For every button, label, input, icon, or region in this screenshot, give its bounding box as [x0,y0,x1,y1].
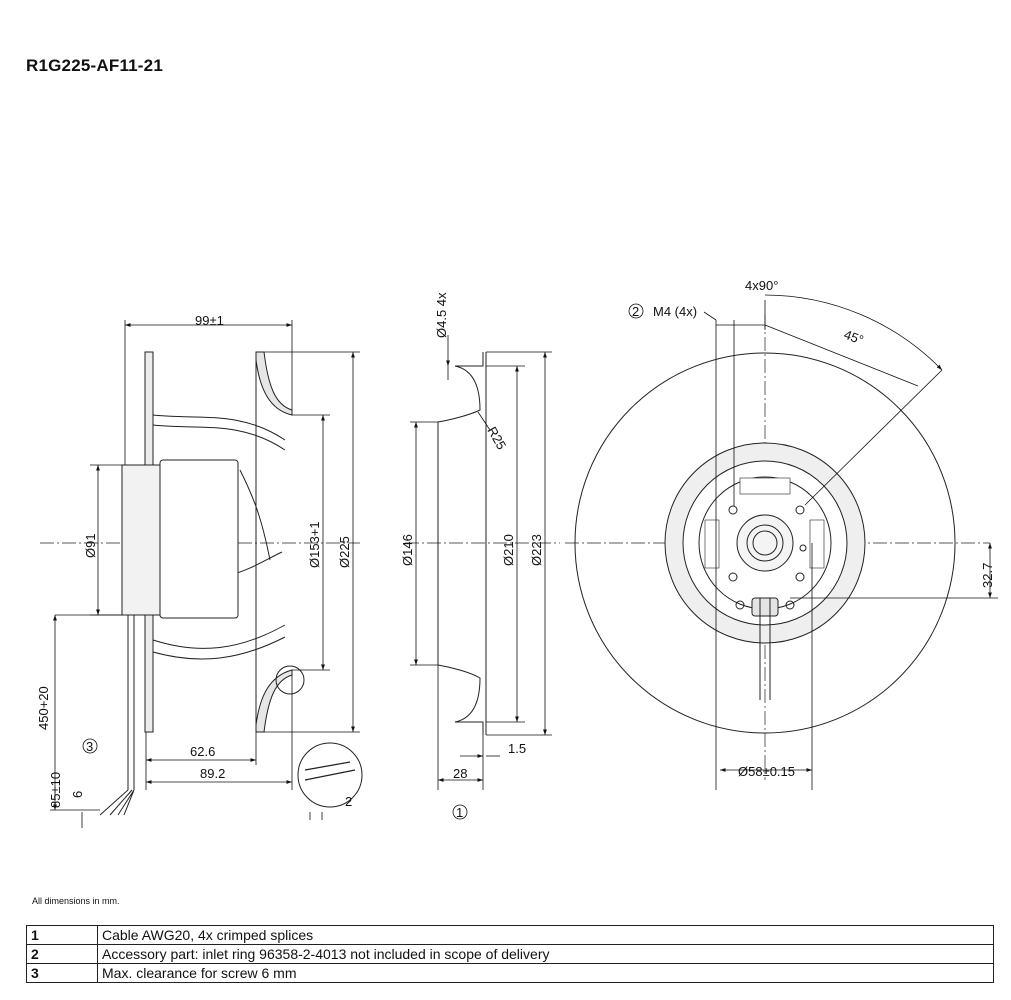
drawing-title: R1G225-AF11-21 [26,56,163,75]
side-view [40,351,363,816]
dim-l85: 85±10 [48,772,63,808]
dim-l6: 6 [70,791,85,798]
front-view [565,315,990,780]
legend-row: 1 Cable AWG20, 4x crimped splices [26,925,994,945]
dim-l450: 450+20 [36,686,51,730]
dim-r25: R25 [484,424,509,452]
legend-text: Accessory part: inlet ring 96358-2-4013 … [97,944,994,964]
legend-number: 3 [26,963,98,983]
dim-width-99: 99±1 [195,313,224,328]
dim-l2: 2 [345,794,352,809]
side-view-labels: 99±1 Ø91 Ø153+1 Ø225 62.6 89.2 450+20 85… [36,313,352,809]
inlet-ring-dimensions [410,335,552,790]
dim-d223: Ø223 [529,534,544,566]
dim-l32-7: 32.7 [980,563,995,588]
legend-text: Max. clearance for screw 6 mm [97,963,994,983]
callout-1: 1 [456,805,463,820]
legend-text: Cable AWG20, 4x crimped splices [97,925,994,945]
legend-table: 1 Cable AWG20, 4x crimped splices 2 Acce… [26,925,994,983]
dim-d58: Ø58±0.15 [738,764,795,779]
legend-row: 3 Max. clearance for screw 6 mm [26,963,994,983]
dim-l28: 28 [453,766,467,781]
legend-number: 2 [26,944,98,964]
legend-number: 1 [26,925,98,945]
front-view-dimensions [703,294,998,790]
side-view-dimensions [50,320,360,828]
dim-l1-5: 1.5 [508,741,526,756]
dim-m4: M4 (4x) [653,304,697,319]
dim-d153: Ø153+1 [307,521,322,568]
inlet-ring-view [405,352,560,735]
technical-drawing: 99±1 Ø91 Ø153+1 Ø225 62.6 89.2 450+20 85… [36,278,998,828]
callout-2: 2 [632,304,639,319]
dim-d4-5: Ø4.5 4x [434,292,449,338]
units-note: All dimensions in mm. [32,896,120,906]
legend-row: 2 Accessory part: inlet ring 96358-2-401… [26,944,994,964]
dim-d225: Ø225 [337,536,352,568]
dim-d146: Ø146 [400,534,415,566]
callout-3: 3 [86,739,93,754]
dim-l89: 89.2 [200,766,225,781]
dim-angle-4x90: 4x90° [745,278,778,293]
dim-d210: Ø210 [501,534,516,566]
dim-angle-45: 45° [842,327,866,348]
front-view-labels: 4x90° 2 M4 (4x) 45° 32.7 Ø58±0.15 [628,278,995,779]
inlet-ring-labels: Ø4.5 4x R25 Ø146 Ø210 Ø223 1.5 28 1 [400,292,544,820]
dim-d91: Ø91 [83,533,98,558]
dim-l62: 62.6 [190,744,215,759]
